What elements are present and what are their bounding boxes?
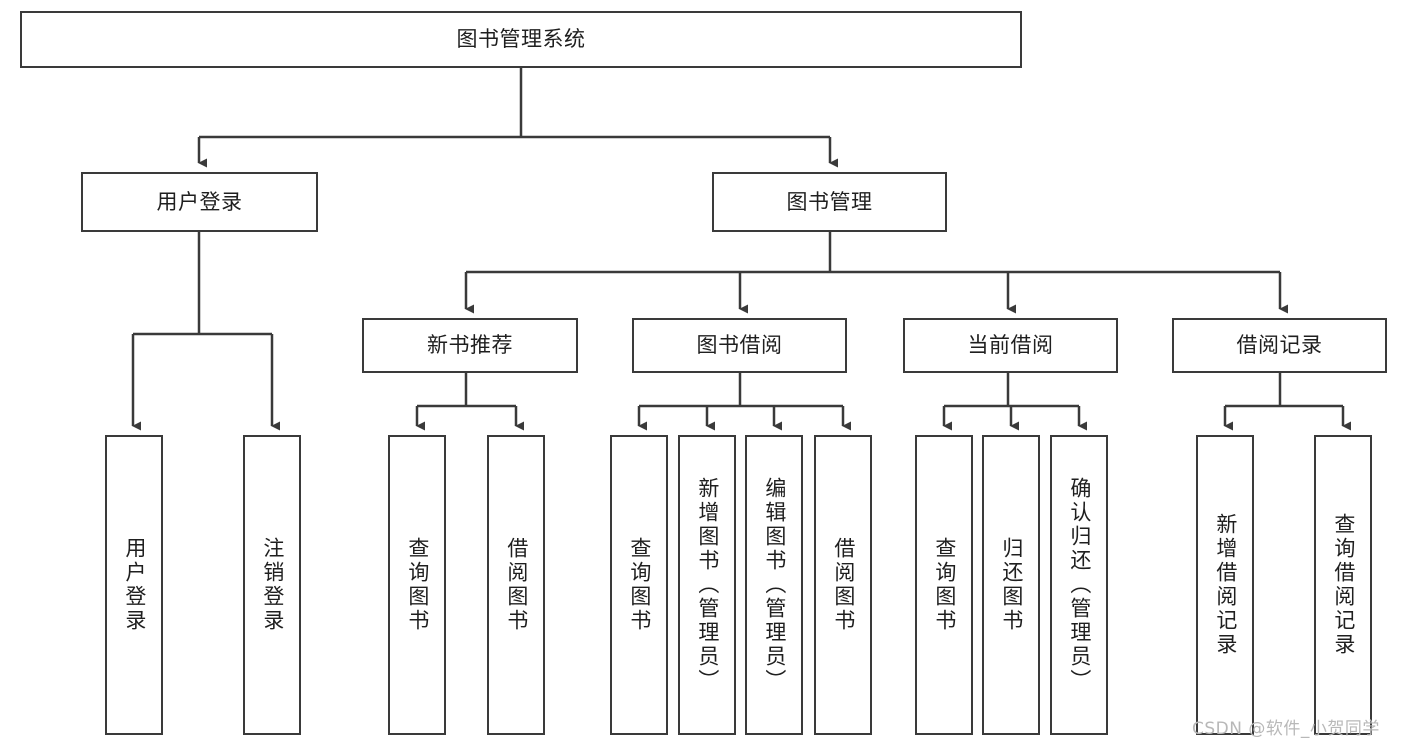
node-new-book-recommend[interactable]: 新书推荐: [362, 318, 578, 373]
node-book-borrow[interactable]: 图书借阅: [632, 318, 847, 373]
node-user-login-label: 用户登录: [156, 189, 243, 214]
leaf-query-book-2[interactable]: 查询图书: [610, 435, 668, 735]
node-current-borrow-label: 当前借阅: [967, 333, 1054, 358]
node-user-login[interactable]: 用户登录: [81, 172, 318, 232]
node-book-manage[interactable]: 图书管理: [712, 172, 947, 232]
leaf-return-book-label: 归还图书: [999, 537, 1024, 633]
leaf-query-book-2-label: 查询图书: [627, 537, 652, 633]
leaf-query-book-1-label: 查询图书: [405, 537, 430, 633]
leaf-add-record[interactable]: 新增借阅记录: [1196, 435, 1254, 735]
node-root-label: 图书管理系统: [456, 27, 586, 52]
watermark: CSDN @软件_小贺同学: [1192, 719, 1380, 739]
node-book-manage-label: 图书管理: [786, 189, 873, 214]
leaf-borrow-book-1-label: 借阅图书: [504, 537, 529, 633]
node-root[interactable]: 图书管理系统: [20, 11, 1022, 68]
leaf-borrow-book-2-label: 借阅图书: [831, 537, 856, 633]
leaf-confirm-return[interactable]: 确认归还（管理员）: [1050, 435, 1108, 735]
leaf-query-record[interactable]: 查询借阅记录: [1314, 435, 1372, 735]
leaf-user-login[interactable]: 用户登录: [105, 435, 163, 735]
node-book-borrow-label: 图书借阅: [696, 333, 783, 358]
leaf-logout[interactable]: 注销登录: [243, 435, 301, 735]
leaf-edit-book-label: 编辑图书（管理员）: [762, 477, 787, 693]
leaf-user-login-label: 用户登录: [122, 537, 147, 633]
leaf-logout-label: 注销登录: [260, 537, 285, 633]
leaf-add-book-label: 新增图书（管理员）: [695, 477, 720, 693]
leaf-borrow-book-2[interactable]: 借阅图书: [814, 435, 872, 735]
leaf-borrow-book-1[interactable]: 借阅图书: [487, 435, 545, 735]
leaf-query-book-1[interactable]: 查询图书: [388, 435, 446, 735]
leaf-add-record-label: 新增借阅记录: [1213, 513, 1238, 657]
leaf-query-book-3-label: 查询图书: [932, 537, 957, 633]
leaf-return-book[interactable]: 归还图书: [982, 435, 1040, 735]
leaf-query-record-label: 查询借阅记录: [1331, 513, 1356, 657]
leaf-edit-book[interactable]: 编辑图书（管理员）: [745, 435, 803, 735]
node-new-book-recommend-label: 新书推荐: [427, 333, 513, 358]
node-borrow-record[interactable]: 借阅记录: [1172, 318, 1387, 373]
node-borrow-record-label: 借阅记录: [1236, 333, 1323, 358]
leaf-query-book-3[interactable]: 查询图书: [915, 435, 973, 735]
node-current-borrow[interactable]: 当前借阅: [903, 318, 1118, 373]
leaf-confirm-return-label: 确认归还（管理员）: [1067, 477, 1092, 693]
leaf-add-book[interactable]: 新增图书（管理员）: [678, 435, 736, 735]
